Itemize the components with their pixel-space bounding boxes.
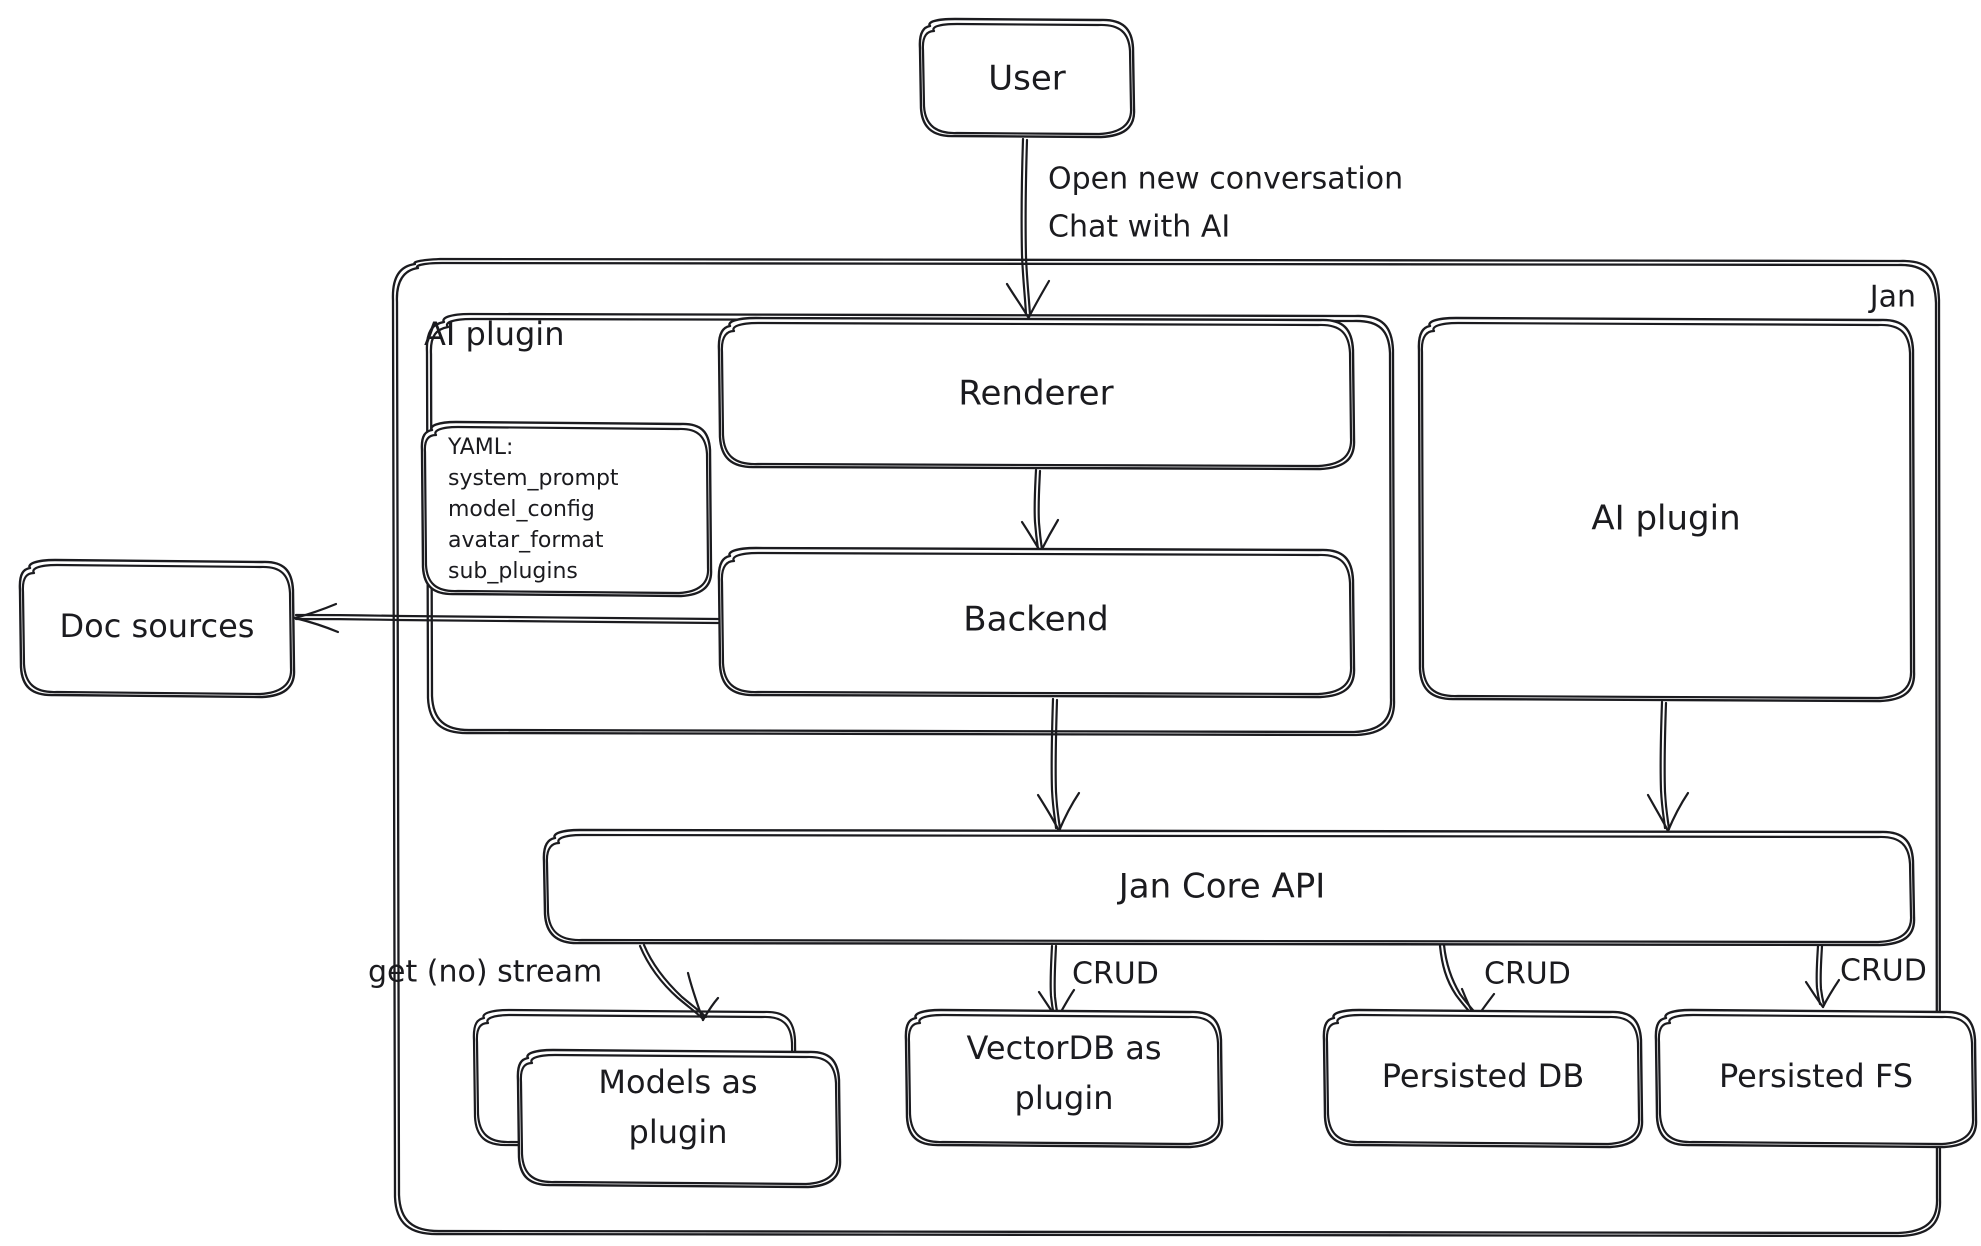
node-models-plugin-label-line1: Models as bbox=[598, 1063, 757, 1101]
edge-core-to-fs[interactable]: CRUD bbox=[1804, 944, 1927, 1009]
node-persisted-db-label: Persisted DB bbox=[1382, 1057, 1585, 1095]
container-jan-label: Jan bbox=[1868, 280, 1916, 315]
node-jan-core-api-label: Jan Core API bbox=[1117, 867, 1326, 907]
container-ai-plugin-group-label: AI plugin bbox=[424, 315, 564, 353]
node-doc-sources[interactable]: Doc sources bbox=[18, 558, 296, 699]
node-ai-plugin-right[interactable]: AI plugin bbox=[1417, 316, 1916, 703]
edge-core-to-fs-label: CRUD bbox=[1840, 954, 1927, 989]
edge-core-to-models[interactable]: get (no) stream bbox=[368, 943, 720, 1022]
node-vectordb-plugin-label-line2: plugin bbox=[1015, 1079, 1114, 1117]
yaml-key-sub-plugins: sub_plugins bbox=[448, 559, 578, 584]
node-models-plugin-label-line2: plugin bbox=[629, 1113, 728, 1151]
yaml-key-system-prompt: system_prompt bbox=[448, 466, 619, 491]
node-models-plugin[interactable]: Models as plugin bbox=[472, 1008, 842, 1189]
container-ai-plugin-group[interactable]: AI plugin bbox=[424, 312, 1396, 737]
edge-core-to-vectordb-label: CRUD bbox=[1072, 957, 1159, 992]
edge-renderer-to-backend[interactable] bbox=[1020, 468, 1060, 553]
node-ai-plugin-right-label: AI plugin bbox=[1591, 499, 1740, 539]
node-doc-sources-label: Doc sources bbox=[60, 607, 255, 645]
edge-core-to-vectordb[interactable]: CRUD bbox=[1037, 944, 1159, 1021]
node-user-label: User bbox=[988, 59, 1066, 99]
node-vectordb-plugin[interactable]: VectorDB as plugin bbox=[904, 1008, 1224, 1149]
yaml-key-avatar-format: avatar_format bbox=[448, 528, 604, 553]
edge-user-to-renderer-label-line2: Chat with AI bbox=[1048, 210, 1230, 245]
yaml-heading: YAML: bbox=[447, 435, 513, 460]
edge-core-to-db-label: CRUD bbox=[1484, 957, 1571, 992]
edge-backend-to-doc-sources[interactable] bbox=[293, 602, 720, 634]
node-persisted-fs-label: Persisted FS bbox=[1719, 1057, 1913, 1095]
node-backend[interactable]: Backend bbox=[717, 546, 1356, 699]
yaml-key-model-config: model_config bbox=[448, 497, 595, 522]
node-persisted-db[interactable]: Persisted DB bbox=[1322, 1008, 1644, 1149]
edge-aiplugin-to-core[interactable] bbox=[1646, 700, 1690, 833]
container-jan[interactable]: Jan bbox=[391, 257, 1942, 1238]
node-yaml-config[interactable]: YAML: system_prompt model_config avatar_… bbox=[420, 420, 713, 598]
edge-user-to-renderer-label-line1: Open new conversation bbox=[1048, 162, 1403, 197]
node-renderer-label: Renderer bbox=[958, 374, 1113, 414]
node-vectordb-plugin-label-line1: VectorDB as bbox=[966, 1029, 1161, 1067]
edge-core-to-models-label: get (no) stream bbox=[368, 955, 602, 990]
node-renderer[interactable]: Renderer bbox=[717, 316, 1356, 471]
edge-core-to-db[interactable]: CRUD bbox=[1438, 943, 1571, 1021]
node-jan-core-api[interactable]: Jan Core API bbox=[542, 828, 1916, 947]
node-persisted-fs[interactable]: Persisted FS bbox=[1654, 1008, 1978, 1149]
node-backend-label: Backend bbox=[963, 600, 1108, 640]
edge-user-to-renderer[interactable]: Open new conversation Chat with AI bbox=[1005, 137, 1403, 319]
edge-backend-to-core[interactable] bbox=[1036, 697, 1081, 833]
node-user[interactable]: User bbox=[918, 17, 1136, 139]
